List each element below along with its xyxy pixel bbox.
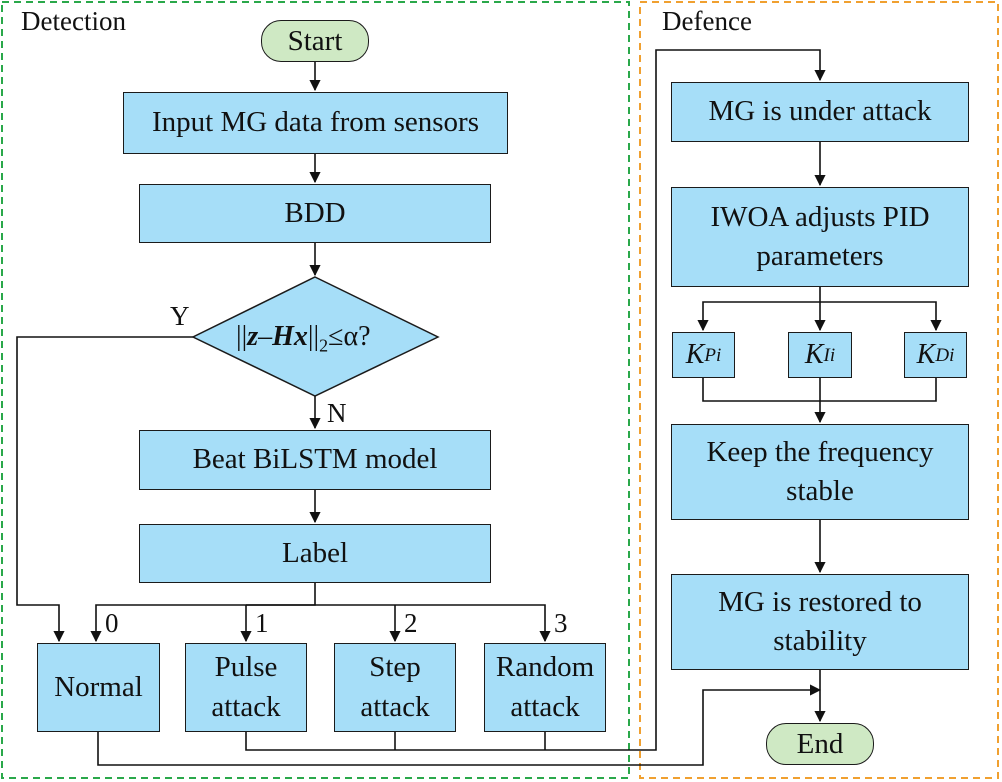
- random-attack-box: Random attack: [484, 643, 606, 732]
- iwoa-pid-box: IWOA adjusts PID parameters: [671, 187, 969, 287]
- pulse-attack-box: Pulse attack: [185, 643, 307, 732]
- detection-title: Detection: [21, 6, 126, 36]
- start-terminal: Start: [261, 20, 369, 62]
- yes-label: Y: [170, 301, 190, 331]
- restored-box: MG is restored to stability: [671, 574, 969, 670]
- defence-panel-frame: [639, 1, 999, 779]
- bilstm-model-box: Beat BiLSTM model: [139, 430, 491, 490]
- label-box: Label: [139, 524, 491, 583]
- branch-index-2: 2: [404, 608, 418, 638]
- branch-index-3: 3: [554, 608, 568, 638]
- condition-text: ||z–Hx||2≤α?: [236, 321, 371, 356]
- branch-index-0: 0: [105, 608, 119, 638]
- no-label: N: [327, 398, 347, 428]
- defence-title: Defence: [662, 6, 752, 36]
- step-attack-box: Step attack: [334, 643, 456, 732]
- end-terminal: End: [766, 723, 874, 765]
- branch-index-1: 1: [255, 608, 269, 638]
- under-attack-box: MG is under attack: [671, 82, 969, 142]
- keep-frequency-box: Keep the frequency stable: [671, 424, 969, 520]
- input-data-box: Input MG data from sensors: [123, 92, 508, 154]
- detection-panel-frame: [1, 1, 630, 779]
- bdd-box: BDD: [139, 184, 491, 243]
- normal-output-box: Normal: [37, 643, 160, 732]
